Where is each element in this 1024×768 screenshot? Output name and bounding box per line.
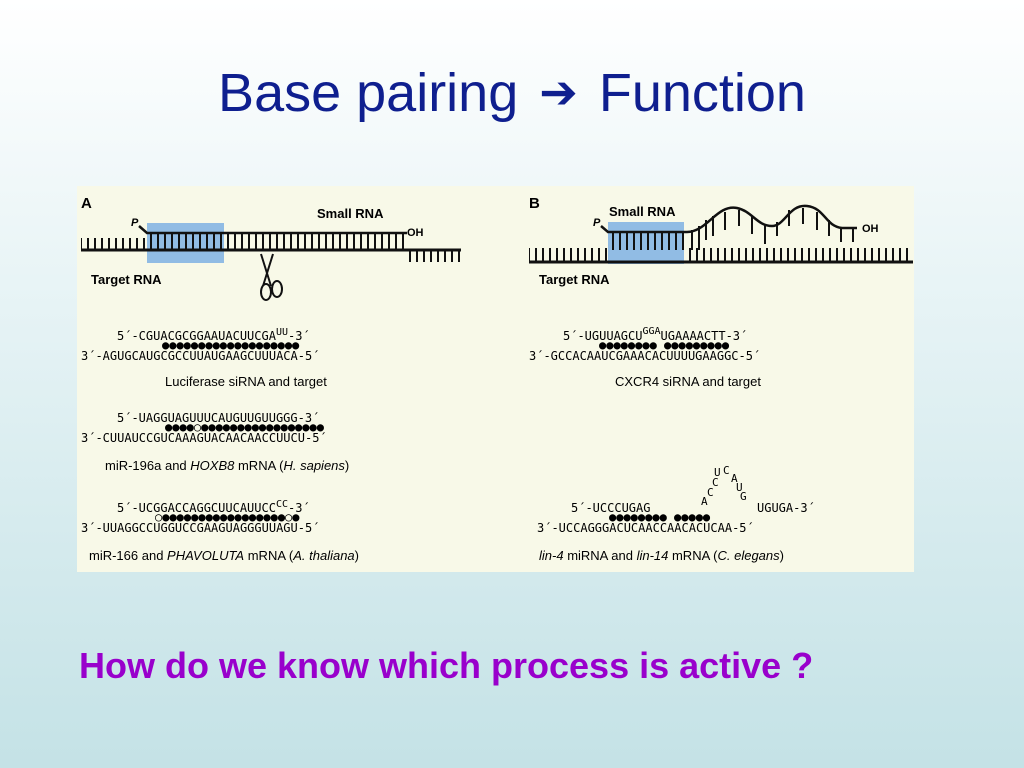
seq-bottom: 3´-UCCAGGGACUCAACCAACACUCAA-5´ xyxy=(537,521,754,535)
svg-text:C: C xyxy=(712,476,719,489)
panel-a-phosphate-label: P xyxy=(131,217,139,229)
pairing-dots: ●●●●●●●● ●●●●● xyxy=(609,510,711,524)
panel-a-example-2: 5´-UAGGUAGUUUCAUGUUGUUGGG-3´ ●●●●○●●●●●●… xyxy=(81,411,349,473)
scissors-icon xyxy=(260,253,283,301)
pairing-dots: ○●●●●●●●●●●●●●●●●●○● xyxy=(155,510,300,524)
figure-canvas: A Small RNA P OH Target RNA 5´-CGUACGCGG… xyxy=(81,195,913,563)
example-caption: miR-166 and PHAVOLUTA mRNA (A. thaliana) xyxy=(89,548,359,563)
seq-top-left: 5´-UCCCUGAG xyxy=(571,501,650,515)
panel-b-paired-ticks xyxy=(608,232,684,250)
hairpin-loop: U C A U G C C A xyxy=(701,464,747,508)
seq-top-right: UGUGA-3´ xyxy=(757,501,815,515)
seq-top-bulge: CC xyxy=(276,499,288,510)
seq-top: 5´-UAGGUAGUUUCAUGUUGUUGGG-3´ xyxy=(117,411,319,425)
pairing-dots: ●●●●○●●●●●●●●●●●●●●●●● xyxy=(165,420,325,434)
seq-bottom: 3´-CUUAUCCGUCAAAGUACAACAACCUUCU-5´ xyxy=(81,431,327,445)
seq-top-right: UGAAAACTT-3´ xyxy=(661,329,748,343)
seq-top: 5´-CGUACGCGGAAUACUUCGA xyxy=(117,329,277,343)
arrow-icon: ➔ xyxy=(539,66,578,118)
seq-top-end: -3´ xyxy=(288,501,310,515)
panel-b-target-ticks-mid xyxy=(684,248,913,262)
panel-b-phosphate-label: P xyxy=(593,217,601,229)
svg-text:5´-UGUUAGCUGGAUGAAAACTT-3´: 5´-UGUUAGCUGGAUGAAAACTT-3´ xyxy=(563,326,747,343)
panel-a-example-3: 5´-UCGGACCAGGCUUCAUUCCCC-3´ ○●●●●●●●●●●●… xyxy=(81,499,359,563)
panel-b-oh-label: OH xyxy=(862,223,879,235)
example-caption: lin-4 miRNA and lin-14 mRNA (C. elegans) xyxy=(539,548,784,563)
panel-b-example-2: U C A U G C C A 5´-UCCCUGAG UGUGA-3´ ●●●… xyxy=(537,464,815,563)
seq-top-left: 5´-UGUUAGCU xyxy=(563,329,642,343)
pairing-dots: ●●●●●●●● ●●●●●●●●● xyxy=(599,338,730,352)
svg-text:UGUGA-3´: UGUGA-3´ xyxy=(757,501,815,515)
panel-a-target-rna-label: Target RNA xyxy=(91,272,162,287)
seq-top-bulge: GGA xyxy=(642,326,660,337)
panel-a-target-ticks-left xyxy=(81,238,147,250)
svg-text:U: U xyxy=(714,466,721,479)
example-caption: miR-196a and HOXB8 mRNA (H. sapiens) xyxy=(105,458,349,473)
svg-text:5´-CGUACGCGGAAUACUUCGAUU-3´: 5´-CGUACGCGGAAUACUUCGAUU-3´ xyxy=(117,327,310,343)
panel-a-example-1: 5´-CGUACGCGGAAUACUUCGAUU-3´ ●●●●●●●●●●●●… xyxy=(81,327,327,389)
svg-text:A: A xyxy=(701,495,708,508)
panel-b-example-1: 5´-UGUUAGCUGGAUGAAAACTT-3´ ●●●●●●●● ●●●●… xyxy=(529,326,761,389)
example-caption: Luciferase siRNA and target xyxy=(165,374,327,389)
question-text: How do we know which process is active ? xyxy=(79,645,814,686)
panel-b-target-ticks-left xyxy=(529,248,608,262)
slide-title: Base pairing ➔ Function xyxy=(0,62,1024,124)
seq-bottom: 3´-UUAGGCCUGGUCCGAAGUAGGGUUAGU-5´ xyxy=(81,521,319,535)
panel-a-label: A xyxy=(81,195,92,212)
svg-text:C: C xyxy=(707,486,714,499)
seq-top-bulge: UU xyxy=(276,327,288,338)
svg-text:5´-UCCCUGAG: 5´-UCCCUGAG xyxy=(571,501,650,515)
title-left: Base pairing xyxy=(218,63,519,123)
panel-a-paired-ticks xyxy=(147,233,409,250)
panel-a-small-rna-label: Small RNA xyxy=(317,206,384,221)
seq-top-end: -3´ xyxy=(288,329,310,343)
svg-text:5´-UCGGACCAGGCUUCAUUCCCC-3´: 5´-UCGGACCAGGCUUCAUUCCCC-3´ xyxy=(117,499,310,515)
panel-b-small-rna-strand xyxy=(600,204,857,234)
svg-text:A: A xyxy=(731,472,738,485)
panel-b-small-rna-label: Small RNA xyxy=(609,204,676,219)
svg-text:G: G xyxy=(740,490,747,503)
svg-text:C: C xyxy=(723,464,730,477)
panel-b-partial-ticks xyxy=(691,208,854,250)
panel-b-target-rna-label: Target RNA xyxy=(539,272,610,287)
example-caption: CXCR4 siRNA and target xyxy=(615,374,761,389)
seq-bottom: 3´-AGUGCAUGCGCCUUAUGAAGCUUUACA-5´ xyxy=(81,349,319,363)
pairing-dots: ●●●●●●●●●●●●●●●●●●● xyxy=(162,338,300,352)
panel-a-target-ticks-right xyxy=(409,250,461,262)
seq-top: 5´-UCGGACCAGGCUUCAUUCC xyxy=(117,501,276,515)
panel-a-oh-label: OH xyxy=(407,227,424,239)
svg-text:U: U xyxy=(736,481,743,494)
base-pairing-figure: A Small RNA P OH Target RNA 5´-CGUACGCGG… xyxy=(77,186,914,572)
title-right: Function xyxy=(598,63,806,123)
seq-bottom: 3´-GCCACAAUCGAAACACUUUUGAAGGC-5´ xyxy=(529,349,760,363)
panel-b-label: B xyxy=(529,195,540,212)
